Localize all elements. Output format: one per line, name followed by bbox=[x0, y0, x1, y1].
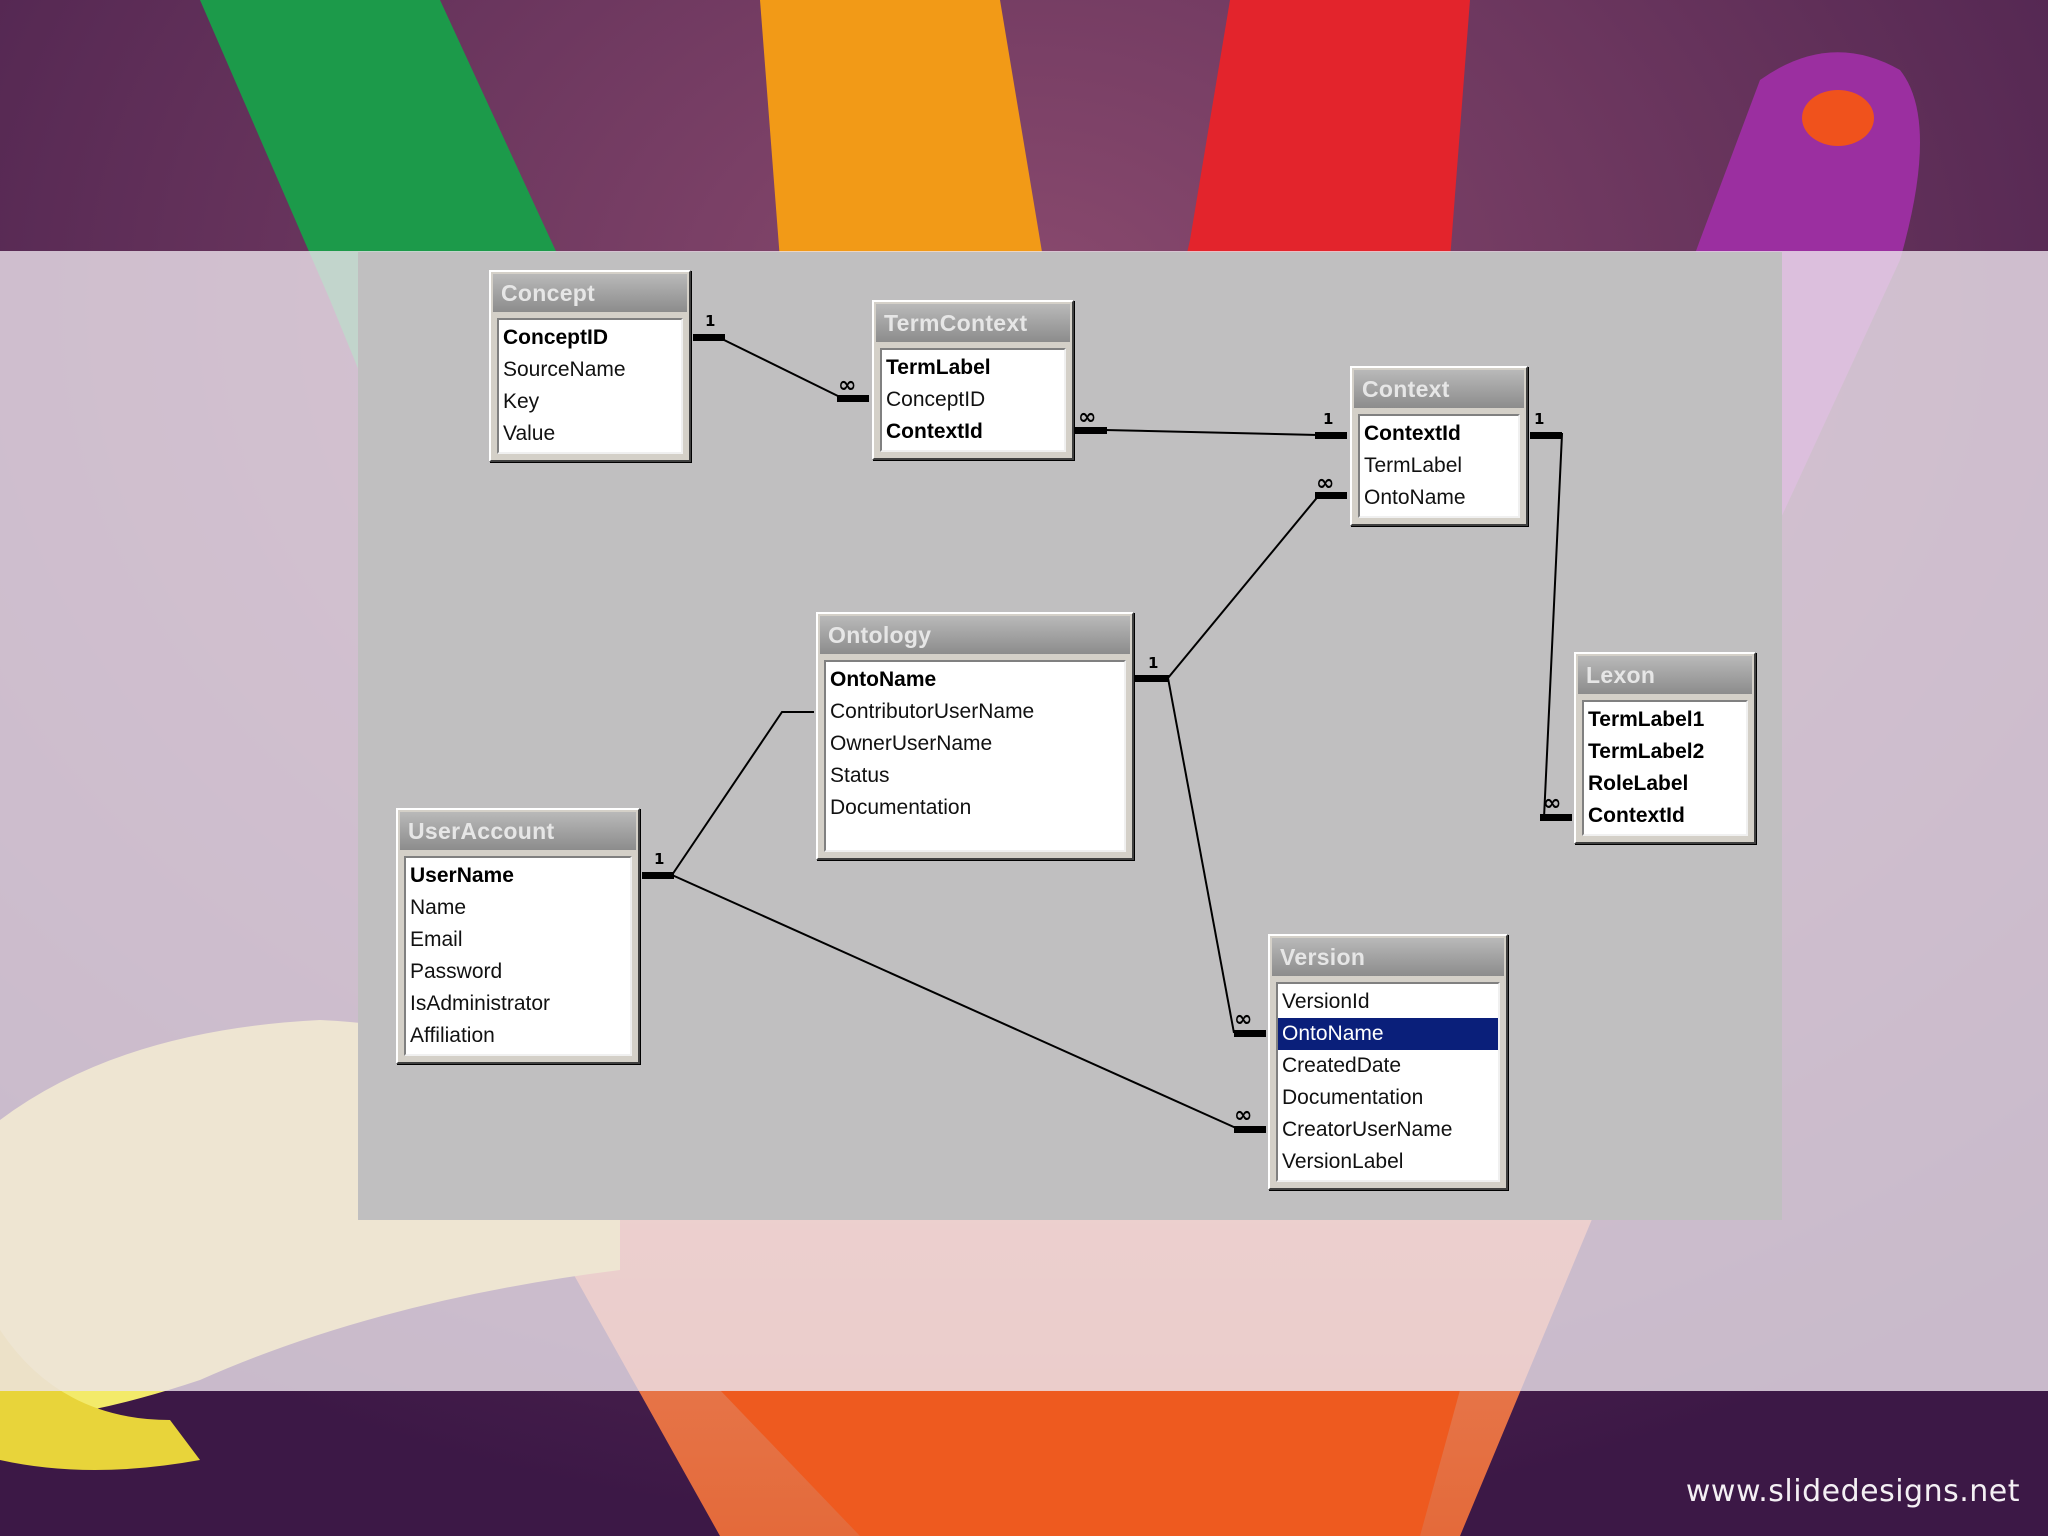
table-context[interactable]: Context ContextId TermLabel OntoName bbox=[1350, 366, 1528, 526]
field-row[interactable]: CreatedDate bbox=[1282, 1054, 1402, 1077]
field-row[interactable]: IsAdministrator bbox=[410, 992, 551, 1015]
field-row[interactable]: TermLabel bbox=[1364, 454, 1463, 477]
field-row[interactable]: Value bbox=[503, 422, 556, 445]
field-row[interactable]: ConceptID bbox=[886, 388, 986, 411]
table-title[interactable]: Context bbox=[1354, 370, 1524, 408]
field-row[interactable]: ContextId bbox=[1588, 804, 1685, 827]
field-row-selected[interactable]: OntoName bbox=[1278, 1018, 1498, 1050]
field-row[interactable]: Status bbox=[830, 764, 890, 787]
footer-website-url: www.slidedesigns.net bbox=[1685, 1474, 2020, 1509]
table-title[interactable]: Concept bbox=[493, 274, 687, 312]
field-list[interactable]: ContextId TermLabel OntoName bbox=[1358, 414, 1520, 518]
field-row[interactable]: Name bbox=[410, 896, 467, 919]
field-row[interactable]: CreatorUserName bbox=[1282, 1118, 1453, 1141]
field-row[interactable]: OntoName bbox=[1364, 486, 1466, 509]
field-list[interactable]: TermLabel1 TermLabel2 RoleLabel ContextI… bbox=[1582, 700, 1748, 836]
field-list[interactable]: UserName Name Email Password IsAdministr… bbox=[404, 856, 632, 1056]
table-title[interactable]: TermContext bbox=[876, 304, 1070, 342]
field-row[interactable]: ConceptID bbox=[503, 326, 608, 349]
field-row[interactable]: TermLabel1 bbox=[1588, 708, 1705, 731]
table-title[interactable]: Ontology bbox=[820, 616, 1130, 654]
table-title[interactable]: UserAccount bbox=[400, 812, 636, 850]
table-concept[interactable]: Concept ConceptID SourceName Key Value bbox=[489, 270, 691, 462]
field-row[interactable]: SourceName bbox=[503, 358, 626, 381]
purple-fingernail bbox=[1802, 90, 1874, 146]
paint-splash bbox=[720, 1390, 1460, 1536]
field-row[interactable]: TermLabel bbox=[886, 356, 991, 379]
field-row[interactable]: RoleLabel bbox=[1588, 772, 1689, 795]
field-list[interactable]: ConceptID SourceName Key Value bbox=[497, 318, 683, 454]
table-version[interactable]: Version VersionId OntoName CreatedDate D… bbox=[1268, 934, 1508, 1190]
field-row[interactable]: OntoName bbox=[830, 668, 937, 691]
field-row[interactable]: TermLabel2 bbox=[1588, 740, 1705, 763]
field-list[interactable]: TermLabel ConceptID ContextId bbox=[880, 348, 1066, 452]
field-row[interactable]: Documentation bbox=[1282, 1086, 1424, 1109]
field-row[interactable]: OwnerUserName bbox=[830, 732, 993, 755]
field-row[interactable]: Password bbox=[410, 960, 503, 983]
field-row[interactable]: Key bbox=[503, 390, 540, 413]
table-ontology[interactable]: Ontology OntoName ContributorUserName Ow… bbox=[816, 612, 1134, 860]
field-row[interactable]: UserName bbox=[410, 864, 514, 887]
field-row[interactable]: ContextId bbox=[886, 420, 983, 443]
table-title[interactable]: Lexon bbox=[1578, 656, 1752, 694]
field-row[interactable]: Affiliation bbox=[410, 1024, 495, 1047]
table-useraccount[interactable]: UserAccount UserName Name Email Password… bbox=[396, 808, 640, 1064]
table-lexon[interactable]: Lexon TermLabel1 TermLabel2 RoleLabel Co… bbox=[1574, 652, 1756, 844]
field-list[interactable]: OntoName ContributorUserName OwnerUserNa… bbox=[824, 660, 1126, 852]
table-termcontext[interactable]: TermContext TermLabel ConceptID ContextI… bbox=[872, 300, 1074, 460]
field-row[interactable]: Documentation bbox=[830, 796, 972, 819]
field-row[interactable]: VersionId bbox=[1282, 990, 1370, 1013]
field-row[interactable]: VersionLabel bbox=[1282, 1150, 1404, 1173]
table-title[interactable]: Version bbox=[1272, 938, 1504, 976]
field-list[interactable]: VersionId OntoName CreatedDate Documenta… bbox=[1276, 982, 1500, 1182]
thumb-tip bbox=[0, 1330, 200, 1470]
field-row[interactable]: ContextId bbox=[1364, 422, 1461, 445]
field-row[interactable]: ContributorUserName bbox=[830, 700, 1035, 723]
field-row[interactable]: Email bbox=[410, 928, 463, 951]
